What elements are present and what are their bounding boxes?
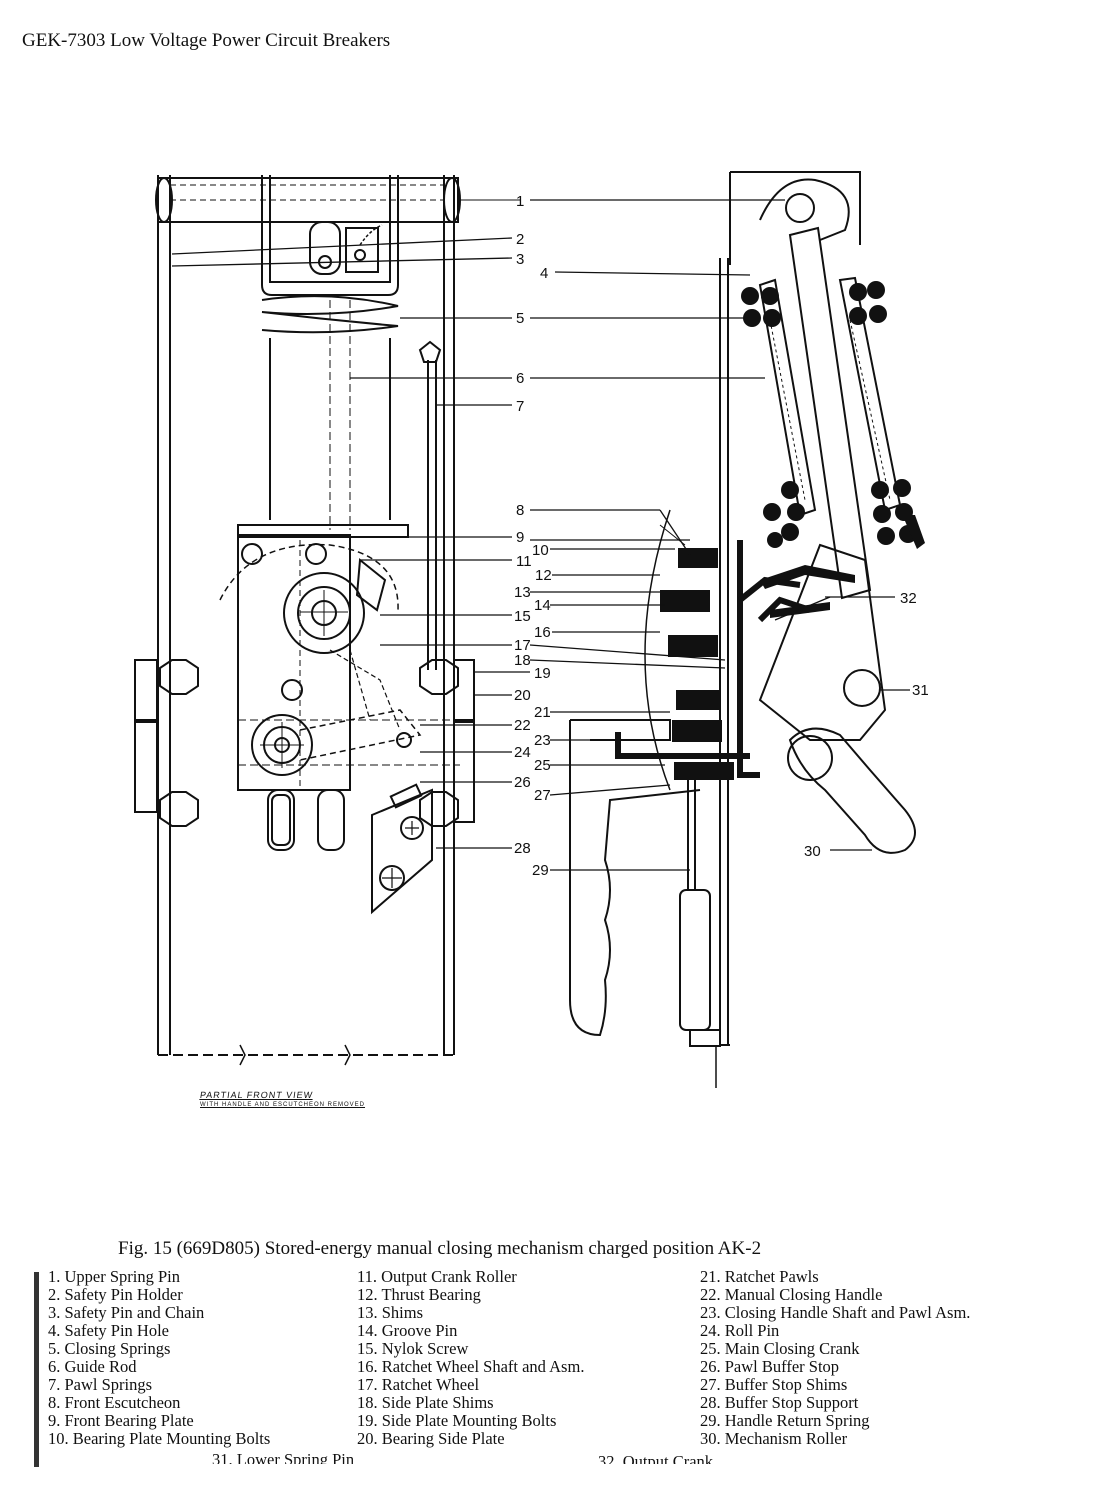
- front-view-frame: [157, 175, 455, 1066]
- legend-item: 4. Safety Pin Hole: [48, 1321, 169, 1340]
- callout-18: 18: [514, 652, 531, 669]
- callout-22: 22: [514, 717, 531, 734]
- callout-10: 10: [532, 542, 549, 559]
- callout-20: 20: [514, 687, 531, 704]
- legend-item: 5. Closing Springs: [48, 1339, 171, 1358]
- legend-item: 1. Upper Spring Pin: [48, 1267, 180, 1286]
- legend-item: 18. Side Plate Shims: [357, 1393, 494, 1412]
- legend-item: 22. Manual Closing Handle: [700, 1285, 883, 1304]
- legend-item: 25. Main Closing Crank: [700, 1339, 860, 1358]
- callout-19: 19: [534, 665, 551, 682]
- legend-item: 7. Pawl Springs: [48, 1375, 153, 1394]
- legend-item: 24. Roll Pin: [700, 1321, 780, 1340]
- callout-11: 11: [516, 553, 532, 570]
- legend-item: 13. Shims: [357, 1303, 424, 1322]
- legend-item: 30. Mechanism Roller: [700, 1429, 848, 1448]
- callout-4: 4: [540, 265, 548, 282]
- callout-28: 28: [514, 840, 531, 857]
- callout-2: 2: [516, 231, 524, 248]
- callout-6: 6: [516, 370, 524, 387]
- callout-24: 24: [514, 744, 531, 761]
- legend-item: 3. Safety Pin and Chain: [48, 1303, 205, 1322]
- legend-item: 23. Closing Handle Shaft and Pawl Asm.: [700, 1303, 971, 1322]
- partial-view-sublabel: WITH HANDLE AND ESCUTCHEON REMOVED: [200, 1102, 366, 1108]
- callout-31: 31: [912, 682, 929, 699]
- doc-number: GEK-7303: [22, 30, 106, 51]
- callout-15: 15: [514, 608, 531, 625]
- legend-item: 14. Groove Pin: [357, 1321, 458, 1340]
- legend-item: 6. Guide Rod: [48, 1357, 137, 1376]
- leader-lines: [171, 199, 910, 871]
- mounting-bolts: [134, 659, 475, 827]
- callout-30: 30: [804, 843, 821, 860]
- legend-item: 27. Buffer Stop Shims: [700, 1375, 848, 1394]
- callout-25: 25: [534, 757, 551, 774]
- doc-title: Low Voltage Power Circuit Breakers: [110, 30, 391, 51]
- legend-item: 28. Buffer Stop Support: [700, 1393, 859, 1412]
- callout-16: 16: [534, 624, 551, 641]
- callout-13: 13: [514, 584, 531, 601]
- callout-17: 17: [514, 637, 531, 654]
- callout-23: 23: [534, 732, 551, 749]
- legend-column-2: 11. Output Crank Roller 12. Thrust Beari…: [357, 1268, 584, 1448]
- callout-labels: 1 2 3 4 5 6 7 8 9 10 11 12 13 14 15 16 1…: [514, 193, 929, 879]
- lower-rollers: [267, 789, 345, 851]
- legend-item: 12. Thrust Bearing: [357, 1285, 481, 1304]
- legend-item: 2. Safety Pin Holder: [48, 1285, 183, 1304]
- partial-view-label: PARTIAL FRONT VIEW: [199, 1090, 314, 1100]
- callout-5: 5: [516, 310, 524, 327]
- mechanism-box: [219, 524, 460, 791]
- legend-item: 10. Bearing Plate Mounting Bolts: [48, 1429, 271, 1448]
- callout-1: 1: [516, 193, 524, 210]
- legend-item: 8. Front Escutcheon: [48, 1393, 181, 1412]
- buffer-stop-support: [371, 783, 433, 915]
- callout-26: 26: [514, 774, 531, 791]
- callout-3: 3: [516, 251, 524, 268]
- mechanism-diagram: 1 2 3 4 5 6 7 8 9 10 11 12 13 14 15 16 1…: [134, 171, 929, 1088]
- legend-item: 20. Bearing Side Plate: [357, 1429, 505, 1448]
- legend-item: 16. Ratchet Wheel Shaft and Asm.: [357, 1357, 585, 1376]
- callout-32: 32: [900, 590, 917, 607]
- legend-item: 15. Nylok Screw: [357, 1339, 469, 1358]
- margin-bar: [34, 1272, 39, 1467]
- callout-29: 29: [532, 862, 549, 879]
- legend-item: 9. Front Bearing Plate: [48, 1411, 194, 1430]
- callout-27: 27: [534, 787, 551, 804]
- legend-item: 21. Ratchet Pawls: [700, 1267, 819, 1286]
- figure-caption: Fig. 15 (669D805) Stored-energy manual c…: [118, 1238, 762, 1259]
- legend-column-3: 21. Ratchet Pawls 22. Manual Closing Han…: [700, 1268, 970, 1448]
- callout-12: 12: [535, 567, 552, 584]
- callout-21: 21: [534, 704, 551, 721]
- callout-14: 14: [534, 597, 551, 614]
- legend-item-31: 31. Lower Spring Pin: [212, 1450, 355, 1464]
- page-header: GEK-7303 Low Voltage Power Circuit Break…: [22, 30, 390, 52]
- side-section-view: [569, 171, 916, 1088]
- upper-spring-pin-bar: [155, 177, 520, 223]
- callout-7: 7: [516, 398, 524, 415]
- callout-9: 9: [516, 529, 524, 546]
- legend-column-1: 1. Upper Spring Pin 2. Safety Pin Holder…: [48, 1268, 270, 1448]
- legend-item: 11. Output Crank Roller: [357, 1267, 517, 1286]
- legend-item: 19. Side Plate Mounting Bolts: [357, 1411, 557, 1430]
- legend-item: 17. Ratchet Wheel: [357, 1375, 480, 1394]
- legend-item-32: 32. Output Crank: [598, 1452, 714, 1464]
- closing-springs-coils: [261, 295, 399, 530]
- callout-8: 8: [516, 502, 524, 519]
- safety-pin-holder: [261, 175, 399, 296]
- legend-item: 29. Handle Return Spring: [700, 1411, 870, 1430]
- legend-item: 26. Pawl Buffer Stop: [700, 1357, 840, 1376]
- pawl-springs-rod: [418, 340, 442, 670]
